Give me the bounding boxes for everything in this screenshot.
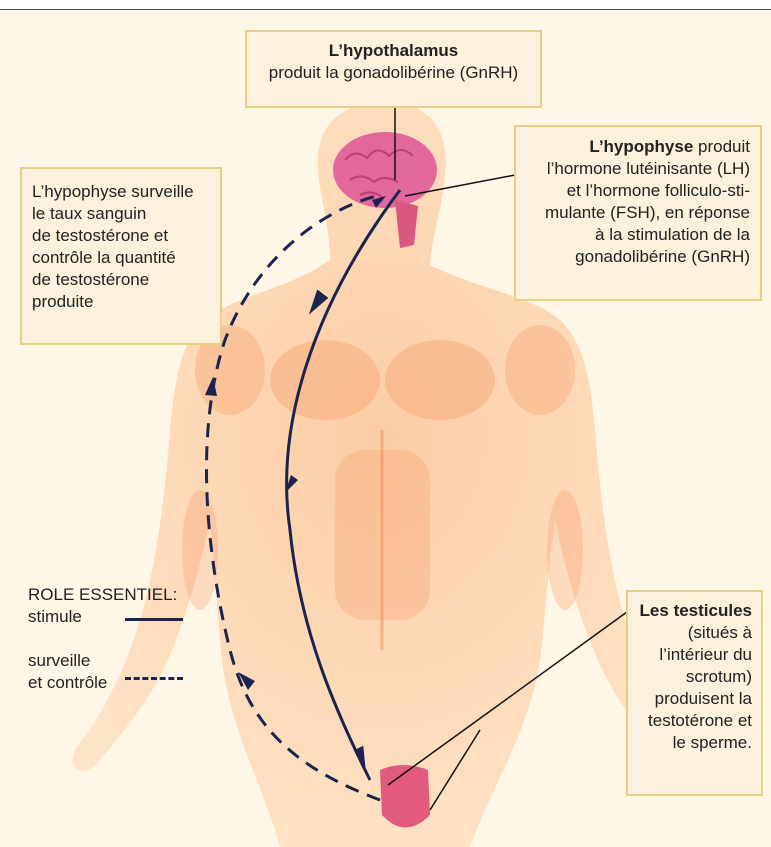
monitoring-label-box: L’hypophyse surveille le taux sanguin de…	[20, 167, 222, 345]
legend-dashed-label: surveille et contrôle	[28, 650, 128, 694]
testicules-line-3: scrotum)	[637, 666, 752, 688]
monitor-line-4: contrôle la quantité	[32, 247, 210, 269]
hypophyse-line-1: produit	[693, 137, 750, 156]
legend-dashed-line	[125, 677, 183, 680]
monitor-line-5: de testostérone	[32, 269, 210, 291]
hypophyse-line-6: gonadolibérine (GnRH)	[526, 246, 750, 268]
legend-solid-label: stimule	[28, 606, 82, 628]
testicules-line-5: testotérone et	[637, 710, 752, 732]
testicules-line-1: (situés à	[637, 622, 752, 644]
monitor-line-3: de testostérone et	[32, 225, 210, 247]
testicules-line-6: le sperme.	[637, 732, 752, 754]
testicles-illustration	[380, 765, 430, 828]
testicules-label-box: Les testicules (situés à l’intérieur du …	[626, 590, 763, 796]
legend-dashed-label-2: et contrôle	[28, 672, 128, 694]
hypophyse-line-2: l’hormone lutéinisante (LH)	[526, 158, 750, 180]
hypophyse-line-4: mulante (FSH), en réponse	[526, 202, 750, 224]
legend-solid-line	[125, 618, 183, 621]
hypothalamus-text: produit la gonadolibérine (GnRH)	[253, 62, 534, 84]
hypothalamus-title: L’hypothalamus	[329, 41, 458, 60]
testicules-title: Les testicules	[640, 601, 752, 620]
testicules-line-4: produisent la	[637, 688, 752, 710]
legend-dashed-label-1: surveille	[28, 650, 128, 672]
hypophyse-label-box: L’hypophyse produit l’hormone lutéinisan…	[514, 125, 762, 301]
hypophyse-line-3: et l’hormone folliculo-sti-	[526, 180, 750, 202]
legend-heading: ROLE ESSENTIEL:	[28, 584, 177, 606]
monitor-line-2: le taux sanguin	[32, 203, 210, 225]
figure-panel: L’hypothalamus produit la gonadolibérine…	[0, 10, 771, 847]
monitor-line-6: produite	[32, 291, 210, 313]
monitor-line-1: L’hypophyse surveille	[32, 181, 210, 203]
hypophyse-line-5: à la stimulation de la	[526, 224, 750, 246]
hypophyse-title: L’hypophyse	[589, 137, 693, 156]
hypothalamus-label-box: L’hypothalamus produit la gonadolibérine…	[245, 30, 542, 108]
testicules-line-2: l’intérieur du	[637, 644, 752, 666]
